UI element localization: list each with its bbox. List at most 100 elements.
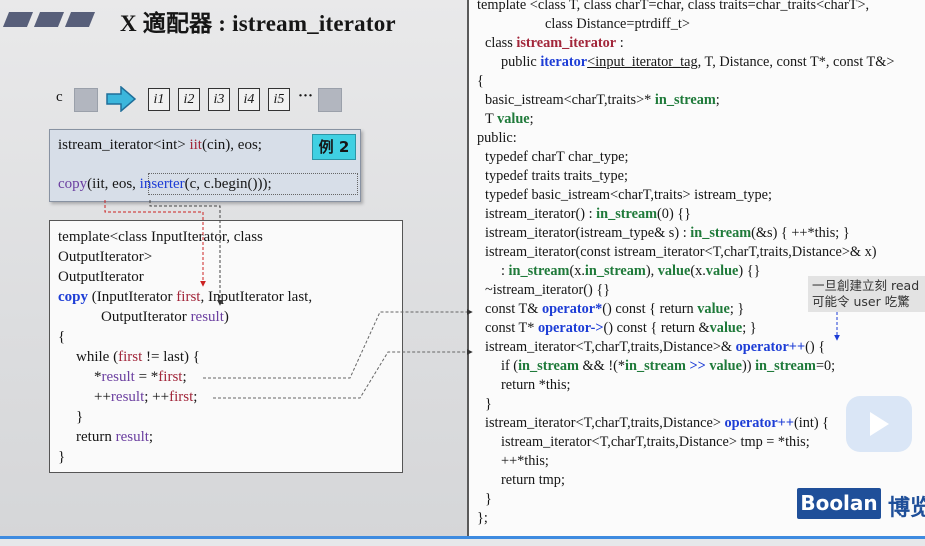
example-code-box: istream_iterator<int> iit(cin), eos; 例 2…	[49, 129, 361, 202]
code-line: }	[485, 491, 492, 507]
code-line: copy (InputIterator first, InputIterator…	[58, 287, 312, 307]
extraction-operator: >>	[685, 358, 710, 374]
code-line: istream_iterator<T,charT,traits,Distance…	[485, 414, 829, 433]
code-line: return *this;	[501, 377, 571, 393]
code-line: ++result; ++first;	[94, 387, 197, 407]
iterator-box: i4	[238, 88, 260, 111]
play-icon	[870, 412, 889, 436]
end-box	[318, 88, 342, 112]
note-line: 可能令 user 吃驚	[812, 294, 910, 309]
code-text: OutputIterator	[101, 309, 191, 325]
code-line: OutputIterator result)	[101, 307, 229, 327]
code-text: istream_iterator<T,charT,traits,Distance…	[485, 339, 736, 355]
code-text: ;	[715, 92, 720, 108]
first-ref: first	[118, 349, 143, 365]
copy-call: copy	[58, 176, 88, 192]
video-play-button[interactable]	[846, 396, 912, 452]
base-class: iterator	[540, 54, 588, 70]
inserter-highlight	[148, 173, 358, 195]
member-in-stream: in_stream	[508, 263, 570, 279]
title-decoration-bar	[33, 12, 65, 27]
code-line: }	[76, 409, 84, 425]
code-text: )	[223, 309, 229, 325]
code-line: OutputIterator>	[58, 249, 153, 265]
bottom-progress-strip	[0, 536, 925, 546]
code-text: (x.	[690, 263, 706, 279]
example-tag: 例 2	[312, 134, 356, 160]
code-line: public:	[477, 130, 517, 146]
code-line: if (in_stream && !(*in_stream >> value))…	[501, 357, 835, 376]
progress-fill	[0, 536, 925, 539]
iterator-box: i1	[148, 88, 170, 111]
first-ref: first	[158, 369, 183, 385]
operator-increment: operator++	[724, 415, 794, 431]
result-ref: result	[110, 389, 145, 405]
code-text: , InputIterator last,	[200, 289, 313, 305]
first-param: first	[176, 289, 201, 305]
code-text: && !(*	[578, 358, 626, 374]
operator-arrow: operator->	[537, 320, 604, 336]
code-line: }	[485, 396, 492, 412]
operator-increment: operator++	[735, 339, 806, 355]
first-ref: first	[169, 389, 194, 405]
operator-deref: operator*	[541, 301, 603, 317]
code-text: ),	[645, 263, 658, 279]
container-label: c	[56, 89, 63, 105]
code-line: public iterator<input_iterator_tag, T, D…	[501, 53, 894, 72]
code-text: ; }	[742, 320, 757, 336]
code-line: T value;	[485, 110, 534, 129]
code-line: class Distance=ptrdiff_t>	[545, 16, 690, 32]
code-text: istream_iterator<T,charT,traits,Distance…	[485, 415, 725, 431]
member-value: value	[705, 263, 739, 279]
copy-algorithm-box: template<class InputIterator, class Outp…	[49, 220, 403, 473]
right-arrow-icon	[106, 86, 136, 112]
code-text: (&s) { ++*this; }	[751, 225, 850, 241]
code-line: basic_istream<charT,traits>* in_stream;	[485, 91, 720, 110]
code-line: template<class InputIterator, class	[58, 229, 263, 245]
code-line: class istream_iterator :	[485, 34, 624, 53]
member-in-stream: in_stream	[518, 358, 579, 374]
iterator-box: i2	[178, 88, 200, 111]
code-text: :	[616, 35, 624, 51]
code-line: typedef charT char_type;	[485, 149, 629, 165]
code-text: <input_iterator_tag	[587, 54, 698, 70]
code-text: ;	[182, 369, 187, 385]
code-text: ;	[193, 389, 198, 405]
code-text: (c, c.begin()));	[184, 176, 272, 192]
code-text: () const { return &	[603, 320, 710, 336]
code-line: *result = *first;	[94, 367, 187, 387]
result-ref: result	[101, 369, 135, 385]
code-text: if (	[501, 358, 519, 374]
code-text: (int) {	[793, 415, 830, 431]
code-text: istream_iterator<int>	[58, 137, 190, 153]
member-value: value	[709, 320, 743, 336]
result-param: result	[190, 309, 224, 325]
code-text: ; ++	[144, 389, 170, 405]
code-line: {	[477, 73, 484, 89]
code-text: T	[485, 111, 498, 127]
member-value: value	[709, 358, 742, 374]
code-text: (iit, eos,	[87, 176, 140, 192]
code-text: () const { return	[602, 301, 698, 317]
panel-divider	[467, 0, 469, 546]
code-line: istream_iterator<T,charT,traits,Distance…	[485, 338, 825, 357]
code-line: typedef basic_istream<charT,traits> istr…	[485, 187, 772, 203]
ellipsis: ···	[298, 88, 314, 104]
code-text: () {	[805, 339, 826, 355]
result-ref: result	[115, 429, 149, 445]
title-decoration-bar	[64, 12, 96, 27]
code-line: while (first != last) {	[76, 347, 200, 367]
code-line: template <class T, class charT=char, cla…	[477, 0, 870, 13]
code-line: istream_iterator() : in_stream(0) {}	[485, 205, 691, 224]
code-line: const T& operator*() const { return valu…	[485, 300, 744, 319]
code-text: (0) {}	[657, 206, 692, 222]
slide-title: X 適配器 : istream_iterator	[120, 11, 396, 36]
code-line: OutputIterator	[58, 269, 144, 285]
code-text: ))	[741, 358, 756, 374]
code-text: != last) {	[142, 349, 200, 365]
member-in-stream: in_stream	[625, 358, 686, 374]
member-value: value	[657, 263, 691, 279]
iit-variable: iit	[189, 137, 202, 153]
slide-panel: X 適配器 : istream_iterator c i1 i2 i3 i4 i…	[0, 0, 469, 546]
example-line: istream_iterator<int> iit(cin), eos;	[58, 137, 262, 154]
